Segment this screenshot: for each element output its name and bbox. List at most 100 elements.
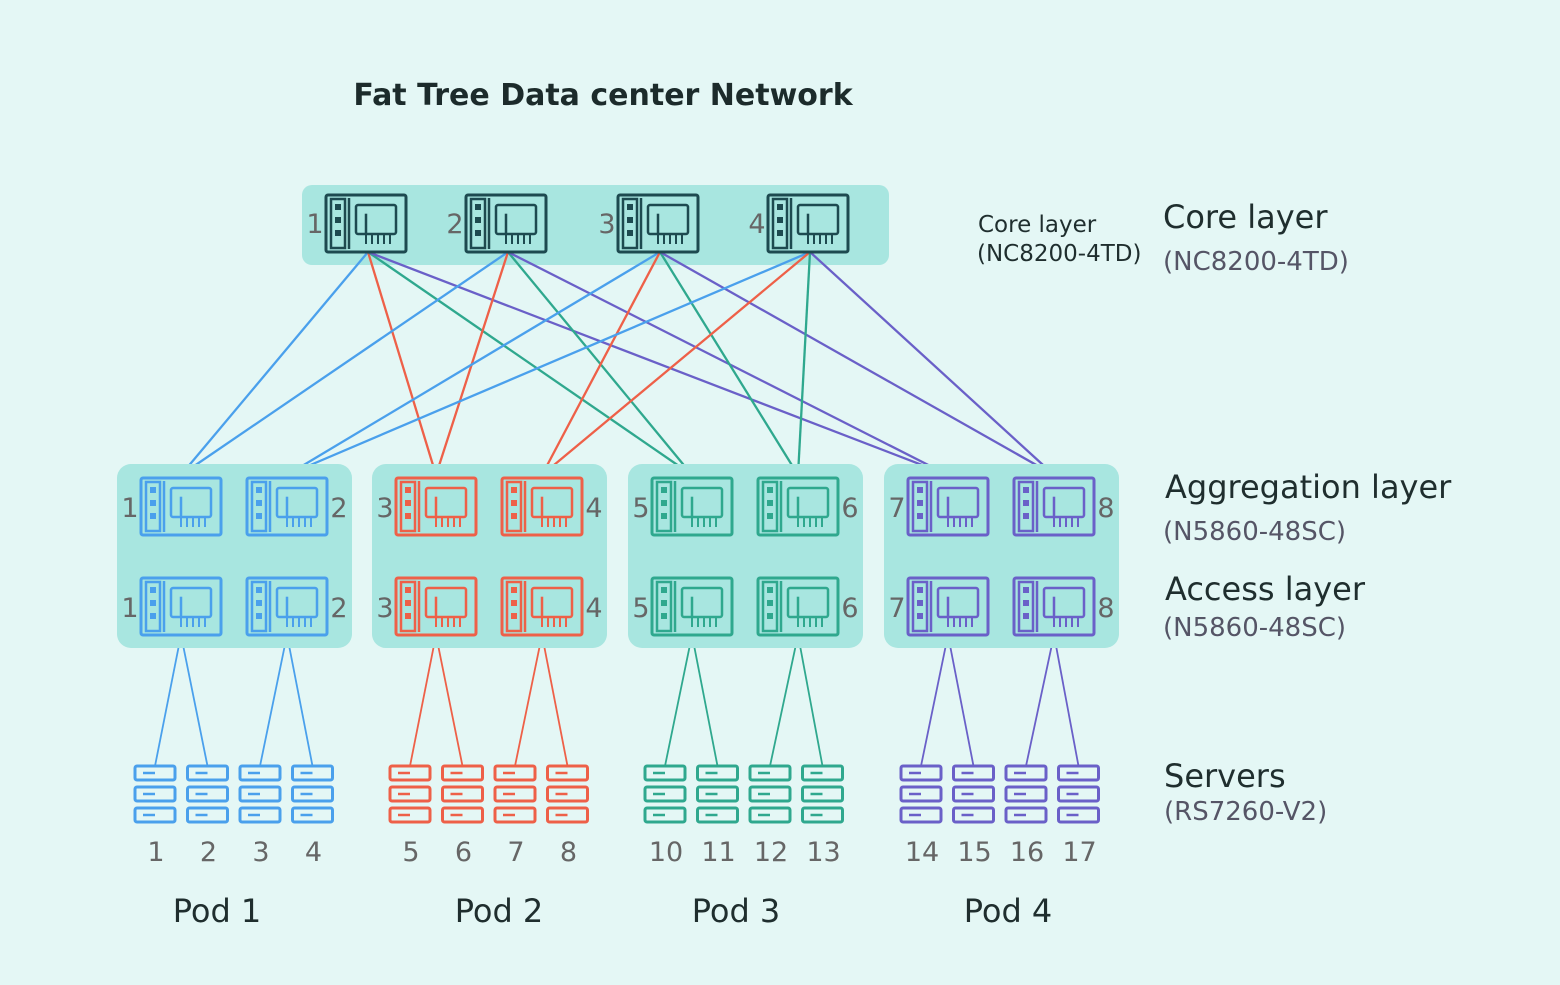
access-server-link: [1025, 634, 1055, 767]
access-server-link: [797, 634, 824, 767]
core-aggregation-link: [366, 251, 438, 476]
server-icon: [493, 764, 537, 824]
access-server-link: [409, 634, 437, 767]
access-switch-icon: [1012, 576, 1096, 637]
access-switch-number: 2: [330, 593, 347, 624]
core-aggregation-link: [659, 250, 1055, 477]
server-number: 4: [305, 837, 322, 868]
server-icon: [1004, 764, 1048, 824]
core-switch-icon: [324, 193, 408, 254]
aggregation-switch-number: 3: [376, 493, 393, 524]
pod-panel: [372, 464, 607, 648]
access-switch-icon: [650, 576, 734, 637]
core-aggregation-link: [286, 251, 661, 476]
aggregation-layer-label: Aggregation layer: [1165, 468, 1452, 506]
core-layer-model-small: (NC8200-4TD): [977, 241, 1141, 267]
diagram-title: Fat Tree Data center Network: [353, 78, 853, 113]
server-icon: [899, 764, 943, 824]
server-number: 6: [455, 837, 472, 868]
access-server-link: [664, 634, 693, 767]
server-number: 17: [1062, 837, 1096, 868]
server-icon: [186, 764, 229, 824]
access-switch-number: 7: [888, 593, 905, 624]
core-switch-icon: [616, 193, 700, 254]
server-number: 16: [1010, 837, 1044, 868]
aggregation-switch-number: 2: [330, 493, 347, 524]
access-switch-icon: [394, 576, 478, 637]
access-server-link: [920, 634, 949, 767]
pod-panel: [884, 464, 1119, 648]
server-number: 12: [754, 837, 788, 868]
core-layer-label-small: Core layer: [978, 212, 1097, 238]
server-icon: [388, 764, 432, 824]
server-number: 3: [252, 837, 269, 868]
server-icon: [1057, 764, 1100, 824]
pod-label: Pod 2: [455, 892, 544, 930]
server-icon: [133, 764, 177, 824]
access-switch-number: 4: [585, 593, 602, 624]
access-switch-number: 6: [841, 593, 858, 624]
core-switch-number: 2: [446, 209, 463, 240]
pod-panels: [117, 464, 1119, 648]
access-switch-number: 5: [632, 593, 649, 624]
access-server-link: [286, 634, 314, 767]
access-layer-label: Access layer: [1165, 570, 1366, 608]
core-aggregation-link: [540, 251, 662, 476]
aggregation-switch-icon: [756, 476, 840, 537]
aggregation-switch-number: 7: [888, 493, 905, 524]
aggregation-switch-icon: [139, 476, 223, 537]
core-aggregation-link: [180, 251, 509, 476]
server-icon: [441, 764, 484, 824]
server-icon: [291, 764, 334, 824]
server-number: 10: [649, 837, 683, 868]
server-icon: [696, 764, 739, 824]
core-switch-icon: [464, 193, 548, 254]
servers-label: Servers: [1164, 757, 1286, 795]
server-number: 13: [806, 837, 840, 868]
core-layer-label: Core layer: [1163, 198, 1328, 236]
server-number: 15: [957, 837, 991, 868]
core-layer-model: (NC8200-4TD): [1163, 247, 1349, 277]
access-server-link: [769, 634, 799, 767]
access-server-link: [514, 634, 543, 767]
core-layer-panel: [302, 185, 889, 265]
access-server-link: [1053, 634, 1080, 767]
aggregation-switch-icon: [650, 476, 734, 537]
access-switch-number: 3: [376, 593, 393, 624]
servers-model: (RS7260-V2): [1164, 797, 1327, 827]
access-server-link: [691, 634, 719, 767]
core-aggregation-link: [659, 251, 799, 476]
access-switch-icon: [756, 576, 840, 637]
aggregation-switch-number: 4: [585, 493, 602, 524]
pod-panel: [628, 464, 863, 648]
core-aggregation-link: [180, 251, 369, 476]
server-number: 2: [200, 837, 217, 868]
server-icon: [801, 764, 844, 824]
core-aggregation-link: [809, 251, 1055, 476]
access-switch-icon: [906, 576, 990, 637]
server-number: 14: [905, 837, 939, 868]
aggregation-switch-icon: [1012, 476, 1096, 537]
core-switch-icon: [766, 193, 850, 254]
access-switch-icon: [139, 576, 223, 637]
server-icon: [546, 764, 589, 824]
core-aggregation-link: [367, 250, 949, 477]
access-switch-icon: [245, 576, 329, 637]
core-aggregation-link: [796, 251, 812, 476]
aggregation-layer-model: (N5860-48SC): [1163, 517, 1346, 547]
aggregation-switch-number: 5: [632, 493, 649, 524]
server-number: 11: [701, 837, 735, 868]
access-switch-number: 8: [1097, 593, 1114, 624]
access-server-link: [435, 634, 464, 767]
access-switch-icon: [500, 576, 584, 637]
aggregation-switch-number: 8: [1097, 493, 1114, 524]
aggregation-switch-icon: [245, 476, 329, 537]
server-number: 7: [507, 837, 524, 868]
pod-label: Pod 4: [964, 892, 1053, 930]
access-server-link: [154, 634, 182, 767]
aggregation-switch-icon: [500, 476, 584, 537]
access-layer-model: (N5860-48SC): [1163, 613, 1346, 643]
core-aggregation-link: [367, 251, 693, 476]
